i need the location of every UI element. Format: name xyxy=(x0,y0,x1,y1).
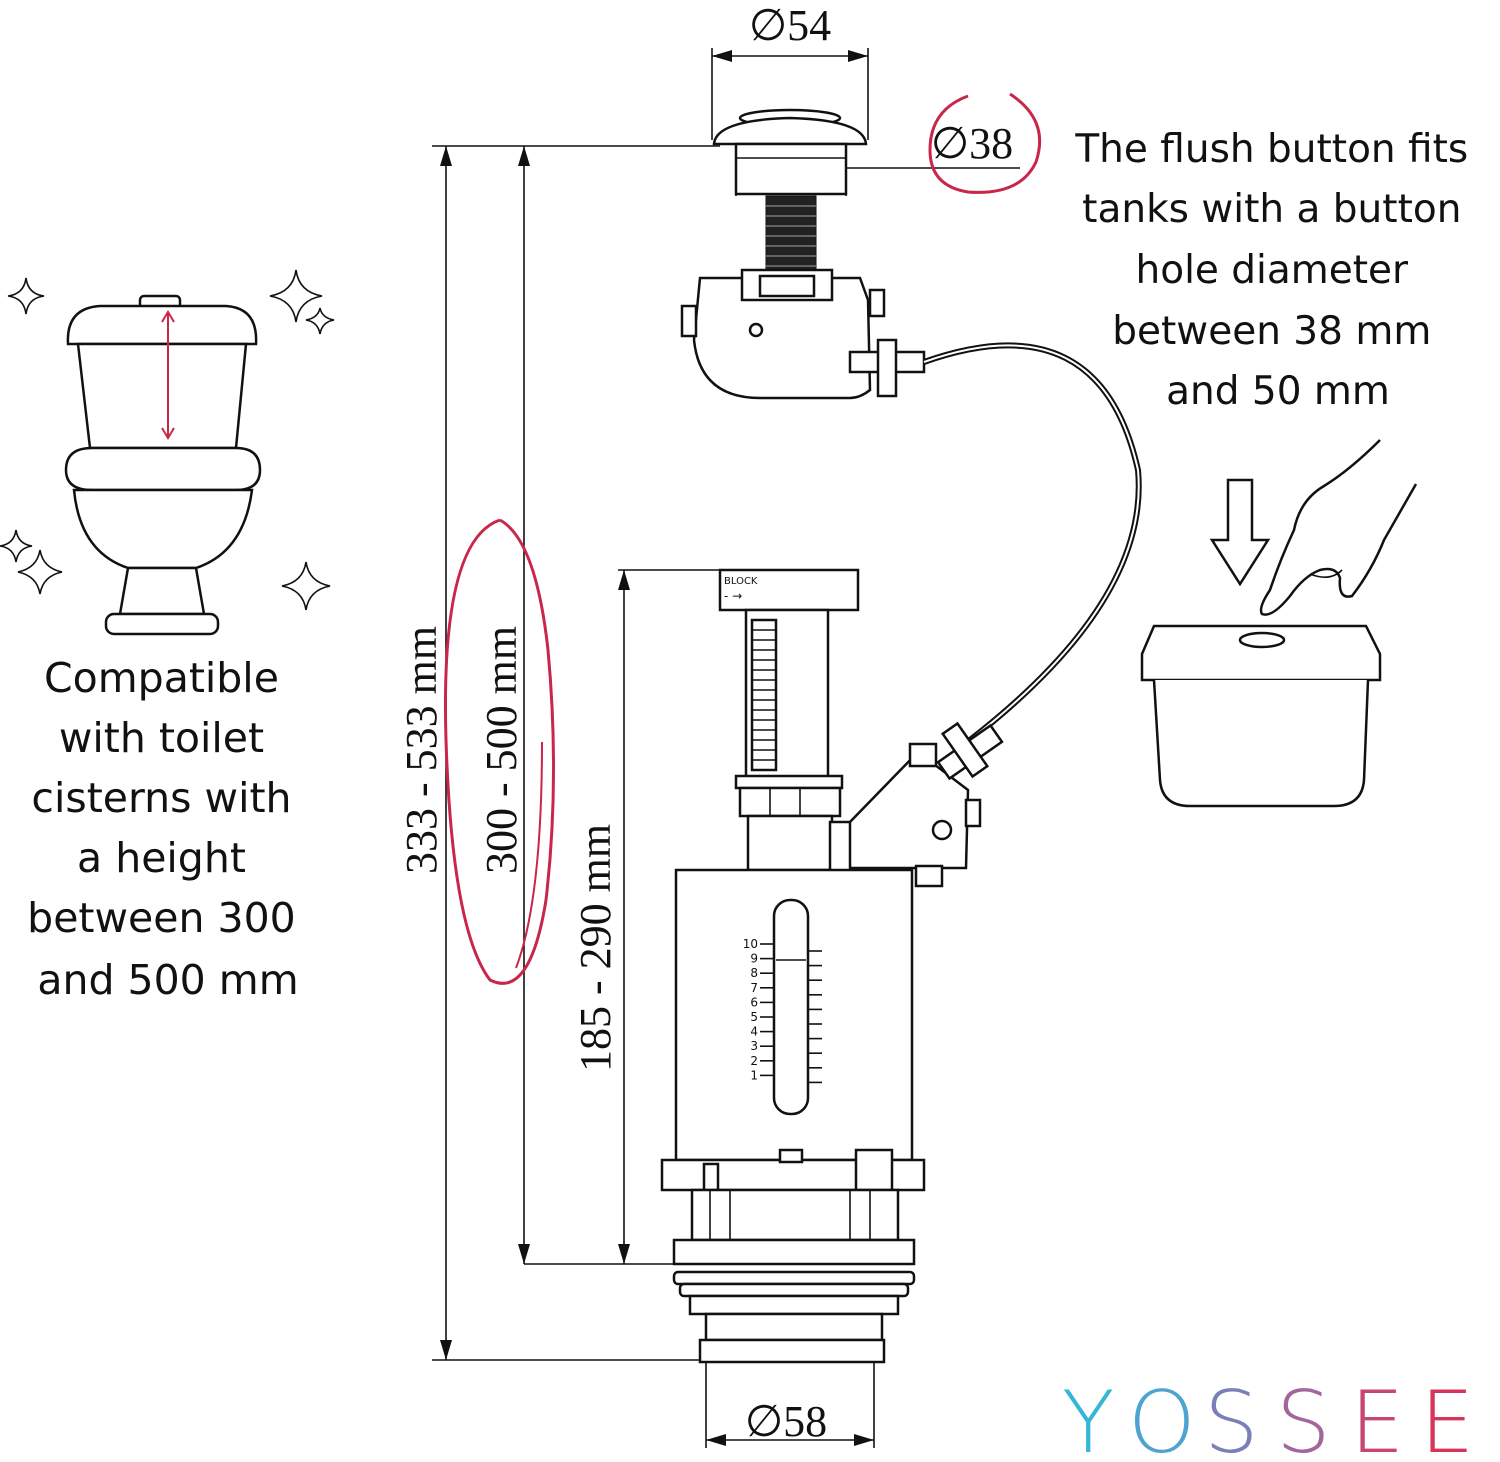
scale-number: 6 xyxy=(750,995,758,1009)
scale-number: 2 xyxy=(750,1054,758,1068)
height-arrow-icon xyxy=(161,310,175,440)
flush-button xyxy=(680,108,926,400)
push-button-icon xyxy=(1140,439,1418,808)
sparkle-icon xyxy=(7,277,45,315)
scale-number: 5 xyxy=(750,1010,758,1024)
caption-line: Compatible xyxy=(44,654,279,702)
logo-letter: E xyxy=(1350,1373,1404,1462)
sparkle-icon xyxy=(305,307,335,335)
scale-number: 1 xyxy=(750,1068,758,1082)
block-label: BLOCK xyxy=(724,576,758,587)
caption-line: tanks with a button xyxy=(1082,187,1461,232)
unlock-arrow-label: - → xyxy=(724,589,742,603)
sparkle-icon xyxy=(17,549,63,595)
caption-line: hole diameter xyxy=(1135,248,1409,293)
scale-number: 9 xyxy=(750,952,758,966)
caption-line: a height xyxy=(77,834,246,882)
logo-letter: O xyxy=(1128,1373,1196,1462)
button-fit-caption: The flush button fits tanks with a butto… xyxy=(1074,127,1480,414)
caption-line: between 300 xyxy=(27,894,296,942)
cistern-height-label: 300 - 500 mm xyxy=(477,626,526,874)
button-diameter-label: ∅54 xyxy=(749,1,831,50)
sparkle-icon xyxy=(0,529,33,563)
red-annotation-circles xyxy=(444,92,1042,985)
logo-letter: S xyxy=(1276,1373,1331,1462)
caption-line: and 50 mm xyxy=(1166,369,1390,414)
hole-diameter-label: ∅38 xyxy=(931,119,1013,168)
caption-line: between 38 mm xyxy=(1112,309,1431,354)
sparkle-icon xyxy=(281,561,331,611)
caption-line: cisterns with xyxy=(31,774,291,822)
caption-line: with toilet xyxy=(59,714,264,762)
caption-line: and 500 mm xyxy=(37,956,298,1004)
caption-line: The flush button fits xyxy=(1074,127,1468,172)
toilet-icon xyxy=(0,269,335,636)
valve-height-label: 185 - 290 mm xyxy=(571,824,620,1072)
logo-letter: Y xyxy=(1062,1373,1115,1462)
scale-number: 7 xyxy=(750,981,758,995)
scale-number: 10 xyxy=(743,937,758,951)
compatibility-caption: Compatible with toilet cisterns with a h… xyxy=(27,654,309,1004)
logo-letter: E xyxy=(1420,1373,1474,1462)
outlet-diameter-label: ∅58 xyxy=(745,1397,827,1446)
scale-number: 3 xyxy=(750,1039,758,1053)
sparkle-icon xyxy=(269,269,323,323)
scale-number: 4 xyxy=(750,1025,758,1039)
total-height-label: 333 - 533 mm xyxy=(397,626,446,874)
logo-letter: S xyxy=(1204,1373,1259,1462)
scale-number: 8 xyxy=(750,966,758,980)
